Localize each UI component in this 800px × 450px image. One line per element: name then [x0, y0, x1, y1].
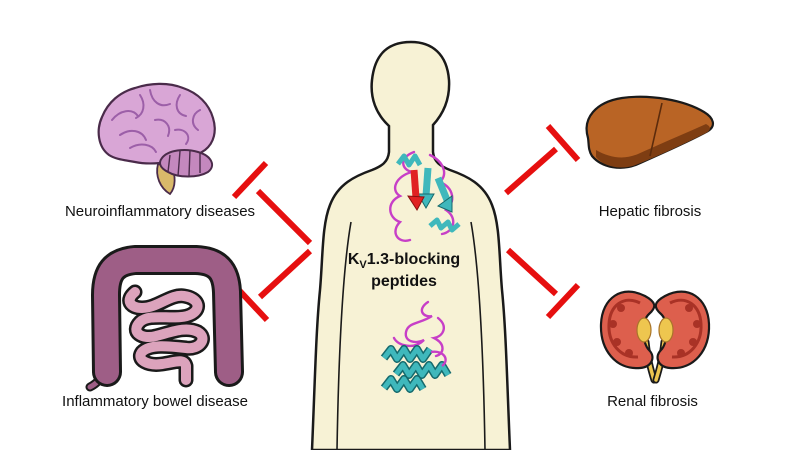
left-kidney-pelvis [636, 317, 652, 343]
inhibition-arrow-bottom-right [505, 247, 581, 320]
right-kidney-pelvis [658, 317, 674, 343]
label-hepatic-fibrosis: Hepatic fibrosis [598, 203, 702, 220]
liver-icon [585, 95, 714, 169]
left-kidney-pyramids [609, 304, 633, 357]
human-body-silhouette [310, 40, 512, 450]
inhibition-arrow-bottom-left [234, 248, 313, 323]
brain-icon [97, 82, 216, 196]
left-kidney [599, 290, 656, 370]
right-kidney [654, 290, 711, 370]
inhibition-arrow-top-right [504, 124, 581, 196]
kidneys-icon [599, 290, 711, 384]
label-inflammatory-bowel-disease: Inflammatory bowel disease [62, 393, 248, 410]
peptide-structure-bottom-icon [380, 300, 452, 393]
small-intestine [124, 287, 208, 385]
body-right-arm-line [470, 221, 486, 450]
large-intestine [94, 248, 241, 384]
intestines-icon [85, 245, 244, 392]
brain-gyri-lines [111, 89, 201, 153]
center-label: KV1.3-blocking peptides [318, 250, 490, 293]
liver-right-lobe [596, 124, 710, 168]
cerebellum-stripes [167, 149, 201, 177]
inhibition-arrow-top-left [231, 160, 313, 246]
center-label-line1: KV1.3-blocking [347, 251, 461, 272]
right-kidney-pyramids [677, 304, 701, 357]
label-renal-fibrosis: Renal fibrosis [607, 393, 698, 410]
peptide-structure-top-icon [389, 150, 461, 242]
body-outline [310, 40, 512, 450]
center-label-line2: peptides [371, 273, 437, 291]
cerebellum [159, 149, 214, 178]
liver-ligament-line [649, 102, 663, 157]
label-neuroinflammatory-diseases: Neuroinflammatory diseases [64, 203, 256, 220]
body-left-arm-line [336, 221, 352, 450]
